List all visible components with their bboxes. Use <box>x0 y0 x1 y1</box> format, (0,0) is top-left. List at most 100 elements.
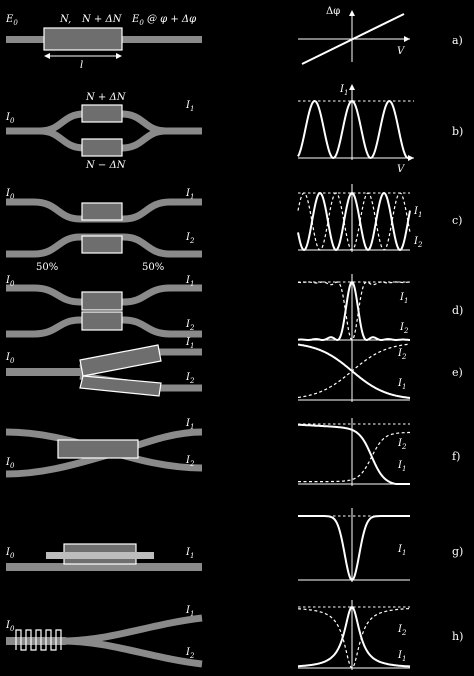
row-label-g: g) <box>452 545 463 558</box>
device-e: I0 I1 I2 <box>5 337 202 397</box>
upper-output-waveguide <box>61 614 203 645</box>
row-label-e: e) <box>452 366 463 379</box>
plot-f: I2 I1 <box>298 418 410 486</box>
plot-b: I1 V <box>297 84 414 175</box>
output-2-label: I2 <box>185 232 195 245</box>
row-c: I0 I1 I2 50% 50% I1 I2 c) <box>5 184 462 273</box>
plot-h: I2 I1 <box>298 600 411 670</box>
lower-index-label: N − ΔN <box>85 160 127 171</box>
output-2-label: I2 <box>185 647 195 660</box>
intensity-axis-label: I1 <box>339 84 348 97</box>
input-waveguide <box>6 368 86 376</box>
output-2-label: I2 <box>185 455 195 468</box>
output-2-curve <box>297 192 411 251</box>
row-label-b: b) <box>452 125 463 138</box>
curve-1-label: I1 <box>399 292 408 305</box>
plot-c: I1 I2 <box>297 184 423 252</box>
device-f: I0 I1 I2 <box>5 418 203 478</box>
output-2-curve <box>298 607 411 669</box>
upper-electrode <box>79 344 162 377</box>
input-intensity-label: I0 <box>5 352 15 365</box>
lower-electrode <box>81 138 123 157</box>
output-2-label: I2 <box>185 372 195 385</box>
curve-2-label: I1 <box>397 650 406 663</box>
output-1-label: I1 <box>185 418 194 431</box>
index-change-label: N + ΔN <box>81 14 123 25</box>
waveguide <box>6 563 202 571</box>
left-split-ratio: 50% <box>36 262 58 273</box>
output-1-curve <box>298 605 411 668</box>
voltage-axis-label: V <box>397 46 406 57</box>
output-1-label: I1 <box>185 275 194 288</box>
device-h: I0 I1 I2 <box>5 605 203 668</box>
plot-a: Δφ V <box>298 6 410 65</box>
intensity-curve <box>297 99 411 160</box>
electrode <box>57 439 139 459</box>
row-label-f: f) <box>452 450 460 463</box>
y-axis-arrow <box>349 84 355 90</box>
curve-1-label: I1 <box>397 544 406 557</box>
row-label-h: h) <box>452 630 463 643</box>
plot-d: I1 I2 <box>297 274 410 342</box>
input-field-label: E0 <box>5 14 18 27</box>
curve-2-label: I1 <box>397 378 406 391</box>
lower-electrode <box>81 235 123 254</box>
curve-1-label: I2 <box>397 438 407 451</box>
output-2-curve <box>297 343 411 399</box>
length-arrow-right-head <box>116 53 122 59</box>
row-h: I0 I1 I2 I2 I1 h) <box>5 600 463 670</box>
grating-electrode <box>15 629 62 651</box>
input-intensity-label: I0 <box>5 188 15 201</box>
length-label: l <box>80 60 83 71</box>
input-intensity-label: I0 <box>5 112 15 125</box>
output-1-curve <box>297 281 410 341</box>
output-1-curve <box>297 191 411 252</box>
index-label: N, <box>59 14 71 25</box>
output-2-curve <box>297 280 410 342</box>
phase-axis-label: Δφ <box>326 6 340 17</box>
curve-2-label: I2 <box>413 236 423 249</box>
upper-electrode <box>81 202 123 221</box>
lower-electrode <box>81 311 123 331</box>
device-c: I0 I1 I2 50% 50% <box>5 188 202 273</box>
upper-electrode <box>81 104 123 123</box>
plot-e: I2 I1 <box>297 338 411 402</box>
output-intensity-label: I1 <box>185 547 194 560</box>
device-d: I0 I1 I2 <box>5 275 202 338</box>
curve-2-label: I2 <box>399 322 409 335</box>
curve-1-label: I2 <box>397 624 407 637</box>
input-intensity-label: I0 <box>5 457 15 470</box>
output-1-label: I1 <box>185 188 194 201</box>
row-label-a: a) <box>452 34 463 47</box>
output-1-label: I1 <box>185 605 194 618</box>
row-a: E0 N, N + ΔN E0 @ φ + Δφ l Δφ V a) <box>5 6 463 71</box>
voltage-axis-label: V <box>397 164 406 175</box>
row-d: I0 I1 I2 I1 I2 d) <box>5 274 463 342</box>
row-b: N + ΔN N − ΔN I0 I1 I1 V b) <box>5 84 463 175</box>
upper-index-label: N + ΔN <box>85 92 127 103</box>
x-axis-arrow <box>404 36 410 42</box>
output-1-curve <box>298 423 410 485</box>
device-g: I0 I1 <box>5 543 202 571</box>
right-split-ratio: 50% <box>142 262 164 273</box>
lower-electrode <box>79 375 162 397</box>
y-axis-arrow <box>349 10 355 16</box>
grating-strip <box>46 552 154 559</box>
phase-line <box>301 13 405 65</box>
input-intensity-label: I0 <box>5 620 15 633</box>
device-b: N + ΔN N − ΔN I0 I1 <box>5 92 202 171</box>
input-intensity-label: I0 <box>5 275 15 288</box>
row-f: I0 I1 I2 I2 I1 f) <box>5 418 460 486</box>
output-1-curve <box>297 343 411 399</box>
output-1-label: I1 <box>185 337 194 350</box>
upper-electrode <box>81 291 123 311</box>
output-2-label: I2 <box>185 319 195 332</box>
input-intensity-label: I0 <box>5 547 15 560</box>
row-e: I0 I1 I2 I2 I1 e) <box>5 337 463 402</box>
curve-1-label: I1 <box>413 206 422 219</box>
curve-2-label: I1 <box>397 460 406 473</box>
output-2-curve <box>298 431 410 483</box>
phase-modulator-electrode <box>43 27 123 51</box>
